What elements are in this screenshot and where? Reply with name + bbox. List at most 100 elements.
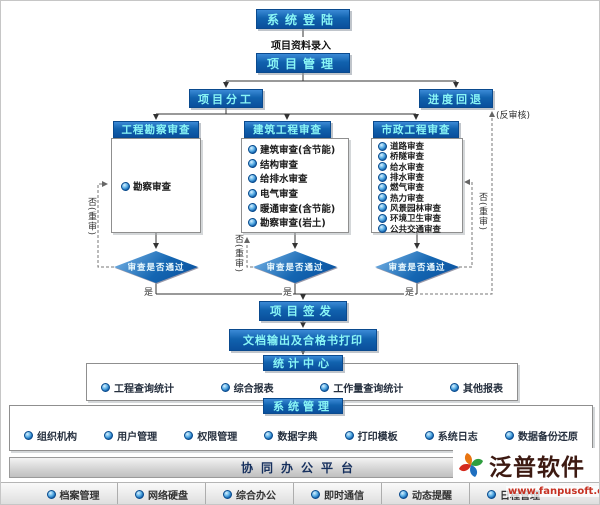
label-yes: 是 bbox=[404, 285, 416, 298]
system-mgmt-panel: 组织机构 用户管理 权限管理 数据字典 打印模板 系统日志 数据备份还原 bbox=[9, 405, 593, 451]
system-item-label: 打印模板 bbox=[357, 432, 398, 443]
header-building-review-label: 建筑工程审查 bbox=[253, 124, 322, 136]
bottom-nav-label: 即时通信 bbox=[324, 491, 364, 502]
bullet-icon bbox=[378, 182, 387, 192]
module-icon bbox=[264, 431, 274, 440]
review-item-label: 暖通审查(含节能) bbox=[260, 203, 336, 215]
bullet-icon bbox=[378, 162, 387, 172]
bullet-icon bbox=[378, 141, 387, 151]
platform-bar: 协同办公平台 bbox=[9, 457, 593, 478]
label-yes: 是 bbox=[282, 285, 294, 298]
bottom-nav-item: 即时通信 bbox=[293, 483, 381, 504]
review-item: 给排水审查 bbox=[242, 171, 348, 186]
system-item-label: 组织机构 bbox=[37, 432, 77, 443]
label-no-retry: 否(重审) bbox=[233, 234, 243, 274]
bullet-icon bbox=[378, 151, 387, 161]
stats-item-label: 工程查询统计 bbox=[114, 384, 174, 395]
system-item-label: 数据备份还原 bbox=[517, 432, 578, 443]
node-project-division: 项目分工 bbox=[189, 89, 263, 108]
panel-municipal-review: 道路审查 桥隧审查 给水审查 排水审查 燃气审查 热力审查 风景园林审查 环境卫… bbox=[371, 138, 463, 235]
bullet-icon bbox=[248, 217, 257, 227]
review-item-label: 燃气审查 bbox=[390, 183, 425, 194]
bullet-icon bbox=[378, 224, 387, 234]
header-building-review: 建筑工程审查 bbox=[244, 121, 331, 138]
report-icon bbox=[220, 383, 230, 392]
node-project-issue: 项目签发 bbox=[259, 301, 347, 321]
header-municipal-review-label: 市政工程审查 bbox=[381, 124, 451, 136]
system-item: 系统日志 bbox=[424, 428, 478, 443]
review-item: 建筑审查(含节能) bbox=[242, 142, 348, 157]
module-icon bbox=[24, 431, 33, 440]
review-item-label: 热力审查 bbox=[390, 193, 425, 204]
node-progress-rollback-label: 进度回退 bbox=[428, 92, 484, 106]
bullet-icon bbox=[378, 203, 387, 213]
stats-item: 其他报表 bbox=[449, 380, 503, 395]
bottom-nav-label: 综合办公 bbox=[236, 491, 276, 502]
node-project-management-label: 项目管理 bbox=[266, 56, 339, 71]
stats-item: 综合报表 bbox=[220, 380, 274, 395]
report-icon bbox=[101, 383, 110, 392]
review-item: 排水审查 bbox=[372, 172, 462, 183]
bottom-nav-item: 动态提醒 bbox=[381, 483, 469, 504]
system-item: 打印模板 bbox=[344, 428, 398, 443]
system-item: 权限管理 bbox=[184, 428, 237, 443]
module-icon bbox=[135, 490, 144, 499]
stats-item: 工程查询统计 bbox=[101, 380, 174, 395]
bottom-nav-item: 档案管理 bbox=[29, 483, 117, 504]
stats-item-label: 综合报表 bbox=[233, 384, 274, 395]
review-item: 公共交通审查 bbox=[372, 223, 462, 235]
panel-survey-review: 勘察审查 bbox=[111, 138, 201, 233]
bottom-nav-label: 档案管理 bbox=[59, 491, 100, 502]
header-municipal-review: 市政工程审查 bbox=[373, 121, 459, 138]
review-item: 热力审查 bbox=[372, 192, 462, 204]
decision-municipal-pass: 审查是否通过 bbox=[375, 251, 459, 283]
module-icon bbox=[344, 431, 354, 440]
decision-label: 审查是否通过 bbox=[266, 263, 324, 273]
bullet-icon bbox=[378, 213, 387, 223]
review-item: 环境卫生审查 bbox=[372, 213, 462, 224]
review-item-label: 桥隧审查 bbox=[390, 152, 425, 163]
fanpu-pinwheel-logo-icon bbox=[459, 453, 483, 477]
review-item: 勘察审查 bbox=[112, 179, 200, 193]
header-survey-review: 工程勘察审查 bbox=[113, 121, 199, 138]
review-item: 燃气审查 bbox=[372, 182, 462, 194]
module-icon bbox=[311, 490, 320, 499]
module-icon bbox=[104, 431, 114, 440]
module-icon bbox=[424, 431, 434, 440]
review-item: 给水审查 bbox=[372, 162, 462, 173]
bottom-nav-item: 综合办公 bbox=[205, 483, 293, 504]
review-item-label: 建筑审查(含节能) bbox=[260, 145, 336, 157]
bullet-icon bbox=[248, 144, 257, 154]
header-system-mgmt: 系统管理 bbox=[263, 398, 343, 414]
review-item: 暖通审查(含节能) bbox=[242, 200, 348, 215]
system-item: 数据备份还原 bbox=[504, 428, 578, 443]
system-item: 用户管理 bbox=[104, 428, 157, 443]
bullet-icon bbox=[378, 193, 387, 203]
review-item: 道路审查 bbox=[372, 141, 462, 152]
label-no-retry: 否(重审) bbox=[86, 197, 96, 237]
platform-bar-label: 协同办公平台 bbox=[240, 461, 361, 475]
module-icon bbox=[504, 431, 514, 440]
report-icon bbox=[449, 383, 459, 392]
review-item: 电气审查 bbox=[242, 186, 348, 201]
bottom-nav-label: 网络硬盘 bbox=[148, 491, 188, 502]
watermark: 泛普软件 bbox=[453, 448, 599, 482]
system-item-label: 系统日志 bbox=[437, 432, 478, 443]
report-icon bbox=[320, 383, 330, 392]
system-item: 数据字典 bbox=[264, 428, 317, 443]
label-project-data-entry: 项目资料录入 bbox=[269, 37, 333, 52]
module-icon bbox=[46, 490, 56, 499]
review-item: 结构审查 bbox=[242, 157, 348, 172]
bullet-icon bbox=[121, 181, 130, 191]
review-item-label: 结构审查 bbox=[260, 159, 299, 171]
review-item-label: 风景园林审查 bbox=[390, 203, 442, 214]
decision-survey-pass: 审查是否通过 bbox=[114, 251, 198, 283]
bottom-nav-item: 网络硬盘 bbox=[117, 483, 205, 504]
node-doc-output-label: 文档输出及合格书打印 bbox=[243, 334, 363, 347]
stats-item-label: 工作量查询统计 bbox=[333, 384, 404, 395]
label-yes: 是 bbox=[143, 285, 155, 298]
header-stats-center-label: 统计中心 bbox=[273, 357, 333, 370]
label-anti-audit: (反审核) bbox=[495, 108, 532, 121]
header-system-mgmt-label: 系统管理 bbox=[273, 400, 333, 413]
